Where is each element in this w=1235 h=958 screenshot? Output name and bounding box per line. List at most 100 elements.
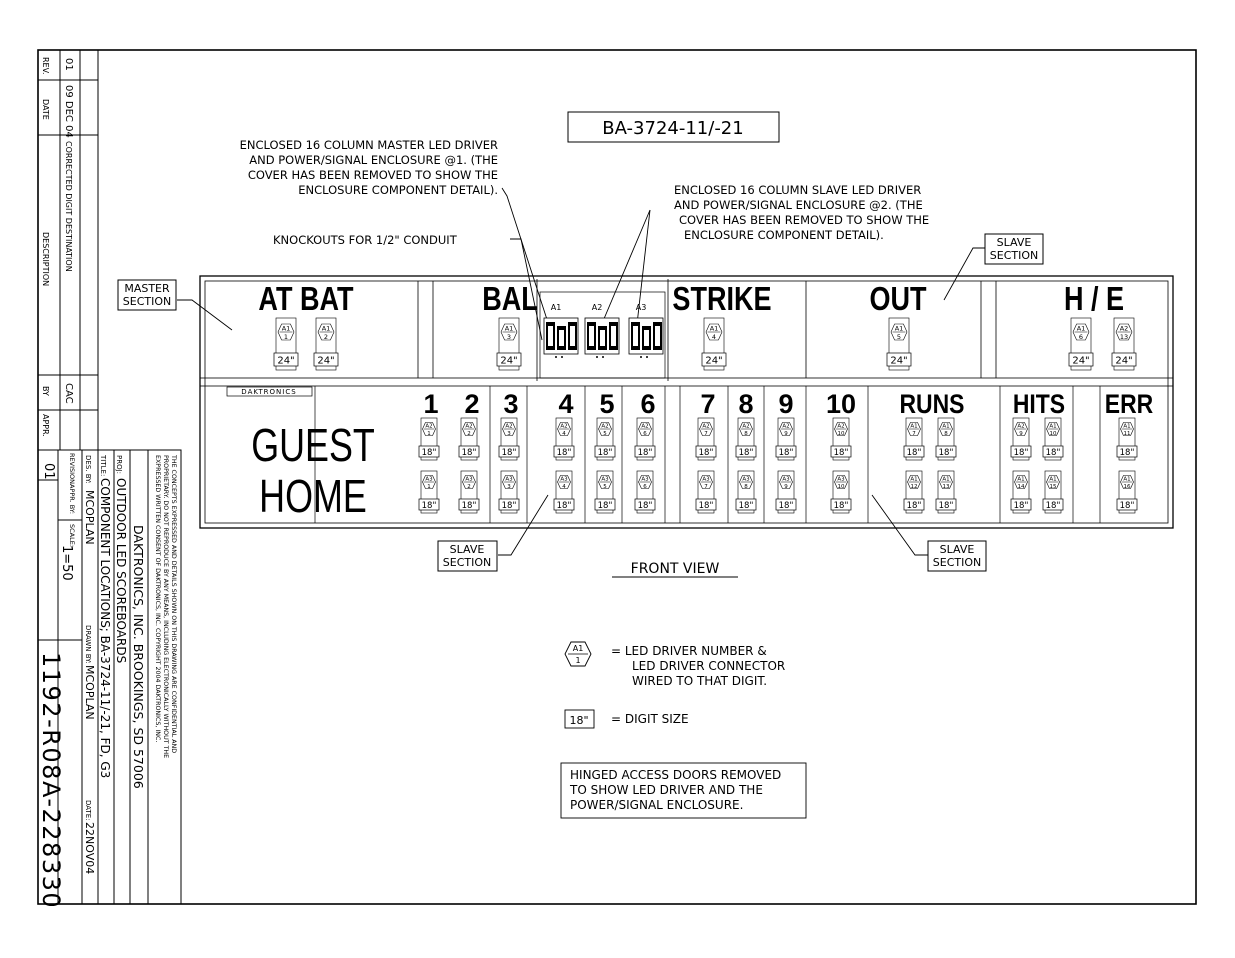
digit-home-14-connector: 15 (1050, 484, 1057, 490)
svg-text:ENCLOSED 16 COLUMN MASTER LED: ENCLOSED 16 COLUMN MASTER LED DRIVER (240, 138, 498, 152)
callout-master-section: MASTER SECTION (117, 279, 177, 311)
digit-home-2-connector: 2 (467, 484, 471, 490)
digit-guest-4-driver: A2 (560, 424, 567, 430)
digit-home-5-driver: A3 (601, 477, 609, 483)
digit-home-4-connector: 4 (562, 484, 566, 490)
proj-label: PROJ: (115, 455, 123, 474)
digit-home-7-driver: A3 (702, 477, 710, 483)
rev-header: REV. (41, 57, 50, 75)
digit-top-1-connector: 1 (284, 333, 288, 341)
inning-label-10: 10 (826, 389, 856, 419)
svg-text:TO SHOW LED DRIVER AND THE: TO SHOW LED DRIVER AND THE (569, 783, 763, 797)
svg-text:SLAVE: SLAVE (940, 543, 975, 556)
designer: MCOPLAN (83, 490, 96, 545)
des-label: DES. BY: (84, 455, 92, 484)
inning-label-1: 1 (423, 389, 438, 419)
digit-home-11-driver: A1 (910, 477, 917, 483)
confidential-line-2: PROPRIETARY. DO NOT REPRODUCE BY ANY MEA… (162, 455, 169, 758)
hinged-doors-note: HINGED ACCESS DOORS REMOVED TO SHOW LED … (560, 762, 807, 819)
confidential-line-3: EXPRESSED WRITTEN CONSENT OF DAKTRONICS,… (154, 455, 161, 742)
scale-value: 1=50 (59, 545, 74, 581)
digit-home-7-size: 18" (699, 501, 714, 511)
drawn-by: MCOPLAN (83, 665, 96, 720)
inning-label-8: 8 (738, 389, 753, 419)
digit-home-8-size: 18" (739, 501, 754, 511)
digit-guest-13-connector: 9 (1019, 431, 1023, 437)
digit-top-5-size: 24" (890, 356, 907, 367)
svg-text:1: 1 (575, 656, 580, 665)
model-box (567, 111, 780, 143)
digit-home-12-driver: A1 (942, 477, 949, 483)
digit-home-3-size: 18" (502, 501, 517, 511)
svg-text:SECTION: SECTION (443, 556, 491, 569)
digit-top-7-connector: 13 (1120, 333, 1128, 341)
digit-guest-12-driver: A1 (942, 424, 949, 430)
svg-text:= DIGIT SIZE: = DIGIT SIZE (611, 712, 689, 726)
digit-home-8-connector: 8 (744, 484, 748, 490)
date-header: DATE (41, 99, 50, 120)
digit-guest-11-size: 18" (907, 448, 922, 458)
driver-a2-label: A2 (592, 303, 603, 312)
digit-home-7-connector: 7 (704, 484, 708, 490)
label-strike: STRIKE (672, 282, 771, 318)
revision-label: REVISION (68, 453, 76, 484)
digit-guest-1-size: 18" (422, 448, 437, 458)
legend-driver: A1 1 = LED DRIVER NUMBER & LED DRIVER CO… (564, 641, 785, 688)
digit-home-6-size: 18" (638, 501, 653, 511)
digit-home-11-connector: 12 (911, 484, 918, 490)
digit-home-4-driver: A3 (560, 477, 568, 483)
digit-guest-14-size: 18" (1046, 448, 1061, 458)
digit-home-9-connector: 9 (784, 484, 788, 490)
digit-home-8-driver: A3 (742, 477, 750, 483)
appr-label: APPR. BY: (68, 484, 76, 514)
digit-top-6-size: 24" (1072, 356, 1089, 367)
digit-guest-10-size: 18" (834, 448, 849, 458)
scale-label: SCALE: (68, 524, 76, 547)
digit-home-10-driver: A3 (837, 477, 845, 483)
svg-text:A1: A1 (573, 644, 584, 653)
digit-home-5-connector: 5 (603, 484, 607, 490)
digit-top-6-connector: 6 (1079, 333, 1083, 341)
revision-value: 01 (41, 463, 56, 480)
driver-a1: A1 (543, 303, 579, 358)
digit-home-12-connector: 13 (943, 484, 950, 490)
digit-home-1-driver: A3 (425, 477, 433, 483)
digit-guest-3-size: 18" (502, 448, 517, 458)
master-enclosure-note: ENCLOSED 16 COLUMN MASTER LED DRIVER AND… (240, 138, 498, 197)
drawing-title: COMPONENT LOCATIONS; BA-3724-11/-21, FD,… (98, 478, 112, 778)
svg-text:COVER HAS BEEN REMOVED TO SHOW: COVER HAS BEEN REMOVED TO SHOW THE (248, 168, 498, 182)
digit-home-6-driver: A3 (641, 477, 649, 483)
digit-guest-5-connector: 5 (603, 431, 607, 437)
digit-guest-13-driver: A2 (1017, 424, 1024, 430)
digit-guest-1-connector: 1 (427, 431, 431, 437)
digit-home-15-driver: A1 (1123, 477, 1130, 483)
digit-top-1-size: 24" (277, 356, 294, 367)
digit-home-1-size: 18" (422, 501, 437, 511)
digit-guest-8-driver: A2 (742, 424, 749, 430)
digit-home-8: A38 18" (735, 470, 757, 514)
digit-guest-7-size: 18" (699, 448, 714, 458)
digit-top-3-driver: A1 (505, 325, 514, 333)
front-view-label: FRONT VIEW (631, 561, 720, 577)
title-block: THE CONCEPTS EXPRESSED AND DETAILS SHOWN… (37, 449, 182, 909)
digit-guest-8-connector: 8 (744, 431, 748, 437)
digit-guest-9-connector: 9 (784, 431, 788, 437)
digit-guest-10-driver: A2 (837, 424, 844, 430)
svg-text:MASTER: MASTER (124, 282, 170, 295)
inning-label-2: 2 (464, 389, 479, 419)
